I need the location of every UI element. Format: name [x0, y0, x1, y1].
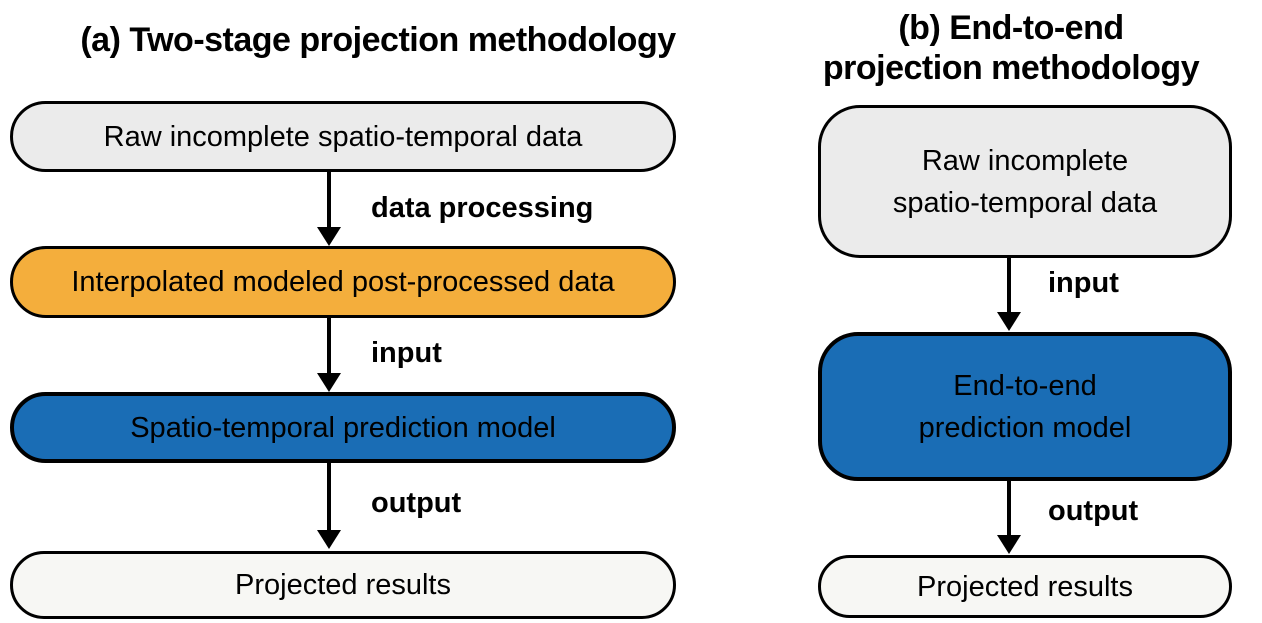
arrow-a-output	[317, 463, 341, 549]
node-b-prediction-model-label: End-to-end prediction model	[918, 369, 1132, 444]
arrow-a-data-processing	[317, 172, 341, 246]
arrow-down-icon	[317, 530, 341, 549]
node-a-prediction-model-label: Spatio-temporal prediction model	[130, 411, 556, 444]
arrow-down-icon	[317, 373, 341, 392]
arrow-down-icon	[997, 535, 1021, 554]
arrow-down-icon	[997, 312, 1021, 331]
node-b-projected-results-label: Projected results	[917, 570, 1133, 603]
node-b-raw-data: Raw incomplete spatio-temporal data	[818, 105, 1232, 258]
panel-a-title: (a) Two-stage projection methodology	[80, 21, 676, 59]
node-a-prediction-model: Spatio-temporal prediction model	[10, 392, 676, 463]
arrow-shaft	[1007, 481, 1011, 540]
node-a-raw-data-label: Raw incomplete spatio-temporal data	[103, 120, 583, 153]
arrow-b-label-input: input	[1048, 267, 1119, 299]
node-a-raw-data: Raw incomplete spatio-temporal data	[10, 101, 676, 172]
node-b-raw-data-label: Raw incomplete spatio-temporal data	[892, 144, 1158, 219]
arrow-a-label-data-processing: data processing	[371, 192, 594, 224]
arrow-shaft	[327, 172, 331, 232]
node-a-projected-results-label: Projected results	[235, 569, 451, 601]
arrow-b-label-output: output	[1048, 495, 1139, 527]
arrow-a-input	[317, 318, 341, 392]
node-a-interpolated-data: Interpolated modeled post-processed data	[10, 246, 676, 318]
arrow-shaft	[1007, 258, 1011, 317]
arrow-down-icon	[317, 227, 341, 246]
node-a-projected-results: Projected results	[10, 551, 676, 619]
arrow-b-input	[997, 258, 1021, 331]
node-a-interpolated-data-label: Interpolated modeled post-processed data	[71, 266, 615, 298]
arrow-shaft	[327, 318, 331, 378]
panel-b-title: (b) End-to-end projection methodology	[822, 9, 1200, 87]
arrow-b-output	[997, 481, 1021, 554]
node-b-prediction-model: End-to-end prediction model	[818, 332, 1232, 481]
arrow-shaft	[327, 463, 331, 535]
arrow-a-label-output: output	[371, 487, 462, 519]
node-b-projected-results: Projected results	[818, 555, 1232, 618]
arrow-a-label-input: input	[371, 337, 442, 369]
